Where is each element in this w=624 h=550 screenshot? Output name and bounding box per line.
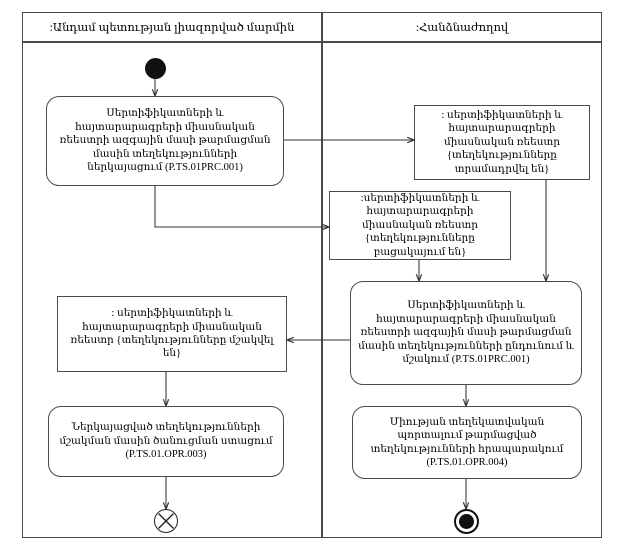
action-receive-notice[interactable]: Ներկայացված տեղեկությունների մշակման մաս… xyxy=(48,406,284,477)
object-registry-provided-label: : սերտիֆիկատների և հայտարարագրերի միասնա… xyxy=(441,109,563,175)
action-publish-info[interactable]: Միության տեղեկատվական պորտալում թարմացվա… xyxy=(352,406,582,479)
lane-header-member-state: :Անդամ պետության լիազորված մարմին xyxy=(22,12,322,42)
flow-final-cross-icon xyxy=(158,513,174,529)
object-registry-provided[interactable]: : սերտիֆիկատների և հայտարարագրերի միասնա… xyxy=(414,105,590,180)
action-receive-process[interactable]: Սերտիֆիկատների և հայտարարագրերի միասնակա… xyxy=(350,281,582,385)
object-registry-missing-label: :սերտիֆիկատների և հայտարարագրերի միասնակ… xyxy=(360,192,480,258)
action-submit-info-label: Սերտիֆիկատների և հայտարարագրերի միասնակա… xyxy=(59,108,271,174)
lane-body-commission xyxy=(322,42,602,538)
lane-body-member-state xyxy=(22,42,322,538)
action-submit-info[interactable]: Սերտիֆիկատների և հայտարարագրերի միասնակա… xyxy=(46,96,284,186)
flow-final-node xyxy=(154,509,178,533)
object-registry-processed-label: : սերտիֆիկատների և հայտարարագրերի միասնա… xyxy=(70,308,274,360)
action-receive-process-label: Սերտիֆիկատների և հայտարարագրերի միասնակա… xyxy=(358,300,574,366)
lane-header-member-state-label: :Անդամ պետության լիազորված մարմին xyxy=(49,22,295,34)
lane-header-commission: :Հանձնաժողով xyxy=(322,12,602,42)
object-registry-processed[interactable]: : սերտիֆիկատների և հայտարարագրերի միասնա… xyxy=(57,296,287,372)
edge-submit-to-missing xyxy=(154,186,329,227)
lane-header-commission-label: :Հանձնաժողով xyxy=(415,22,509,34)
action-publish-info-label: Միության տեղեկատվական պորտալում թարմացվա… xyxy=(370,416,564,468)
object-registry-missing[interactable]: :սերտիֆիկատների և հայտարարագրերի միասնակ… xyxy=(329,191,511,260)
activity-final-node xyxy=(454,509,479,534)
initial-node xyxy=(145,58,166,79)
action-receive-notice-label: Ներկայացված տեղեկությունների մշակման մաս… xyxy=(59,422,273,461)
activity-final-core xyxy=(458,513,474,529)
